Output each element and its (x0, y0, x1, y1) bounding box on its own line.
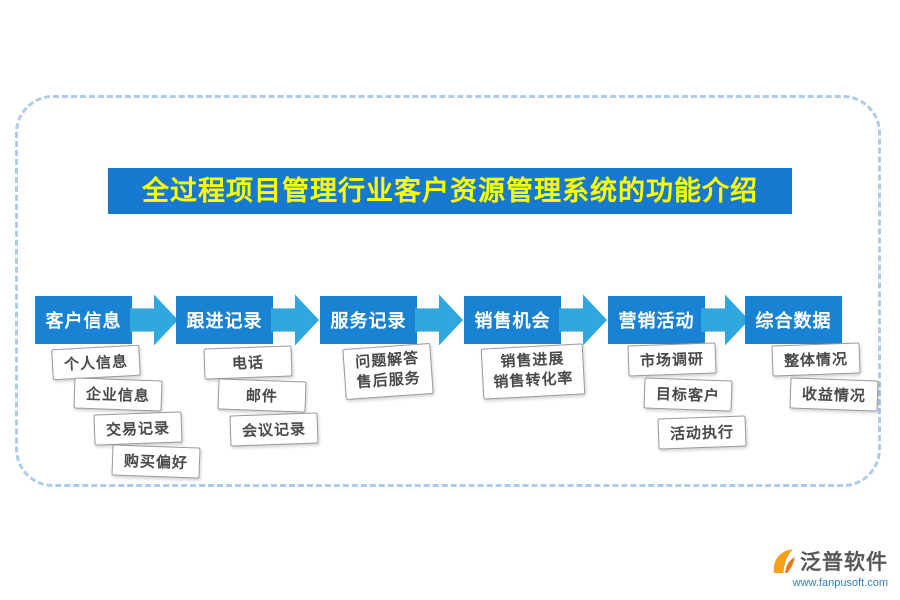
tag-phone: 电话 (203, 345, 293, 380)
tag-company-info: 企业信息 (73, 377, 163, 412)
tag-revenue-situation: 收益情况 (789, 377, 879, 412)
tag-problem-solving-after-sales: 问题解答 售后服务 (342, 342, 434, 400)
brand-url: www.fanpusoft.com (792, 577, 888, 589)
tag-transaction-records: 交易记录 (93, 411, 183, 446)
stage-sales-opportunity: 销售机会 (464, 296, 561, 344)
tag-personal-info: 个人信息 (51, 344, 141, 381)
diagram-title: 全过程项目管理行业客户资源管理系统的功能介绍 (108, 168, 792, 214)
tag-meeting-records: 会议记录 (229, 412, 319, 447)
stage-service-records: 服务记录 (320, 296, 417, 344)
brand-footer: 泛普软件 www.fanpusoft.com (738, 546, 888, 589)
tag-target-customers: 目标客户 (643, 377, 733, 412)
tag-overall-situation: 整体情况 (771, 342, 861, 377)
stage-follow-up-records: 跟进记录 (176, 296, 273, 344)
fanpu-logo-icon (770, 547, 796, 575)
stage-comprehensive-data: 综合数据 (745, 296, 842, 344)
dashed-border (15, 95, 881, 487)
tag-email: 邮件 (217, 378, 307, 413)
stage-customer-info: 客户信息 (35, 296, 132, 344)
tag-sales-progress-conversion: 销售进展 销售转化率 (480, 343, 586, 400)
tag-market-research: 市场调研 (627, 342, 717, 377)
brand-name: 泛普软件 (800, 551, 888, 574)
tag-activity-execution: 活动执行 (657, 415, 747, 450)
tag-purchase-preferences: 购买偏好 (111, 444, 201, 479)
stage-marketing-activity: 营销活动 (608, 296, 705, 344)
